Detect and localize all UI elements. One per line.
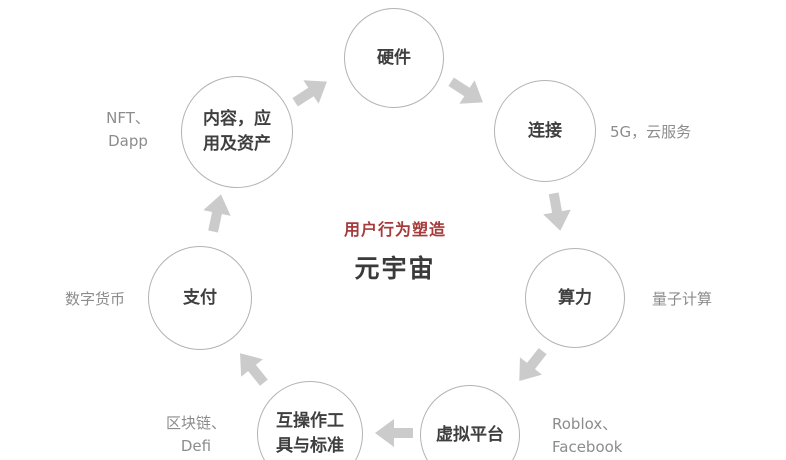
diagram-center: 用户行为塑造 元宇宙 — [293, 216, 497, 285]
arrow-interoperability-to-payment-icon — [229, 344, 275, 391]
node-hardware-label: 硬件 — [377, 47, 411, 68]
arrow-payment-to-content-icon — [199, 192, 234, 235]
node-interoperability: 互操作工 具与标准 — [257, 381, 363, 460]
node-payment-label: 支付 — [183, 287, 217, 308]
arrow-content-to-hardware-icon — [287, 70, 334, 114]
node-virtual-platform: 虚拟平台 — [420, 385, 520, 460]
node-interoperability-label: 互操作工 具与标准 — [276, 411, 344, 456]
arrow-virtual-platform-to-interoperability-icon — [375, 419, 413, 447]
node-content-label: 内容，应 用及资产 — [203, 109, 271, 154]
node-computing: 算力 — [525, 248, 625, 348]
node-connection-label: 连接 — [528, 120, 562, 141]
side-label-connection: 5G，云服务 — [610, 123, 692, 141]
arrow-connection-to-computing-icon — [540, 191, 574, 233]
node-content: 内容，应 用及资产 — [181, 76, 293, 188]
side-label-computing: 量子计算 — [652, 290, 713, 308]
side-label-virtual-platform: Roblox、 Facebook — [552, 415, 623, 456]
side-label-content: NFT、 Dapp — [106, 109, 150, 150]
arrow-hardware-to-connection-icon — [443, 70, 490, 114]
node-hardware: 硬件 — [344, 8, 444, 108]
node-computing-label: 算力 — [558, 287, 592, 308]
side-label-payment: 数字货币 — [64, 290, 125, 308]
center-subtitle: 用户行为塑造 — [343, 220, 446, 239]
arrow-computing-to-virtual-platform-icon — [508, 342, 553, 389]
side-label-interoperability: 区块链、 Defi — [165, 414, 226, 455]
node-connection: 连接 — [494, 80, 596, 182]
node-payment: 支付 — [148, 246, 252, 350]
node-virtual-platform-label: 虚拟平台 — [436, 424, 504, 445]
center-title: 元宇宙 — [354, 254, 436, 283]
